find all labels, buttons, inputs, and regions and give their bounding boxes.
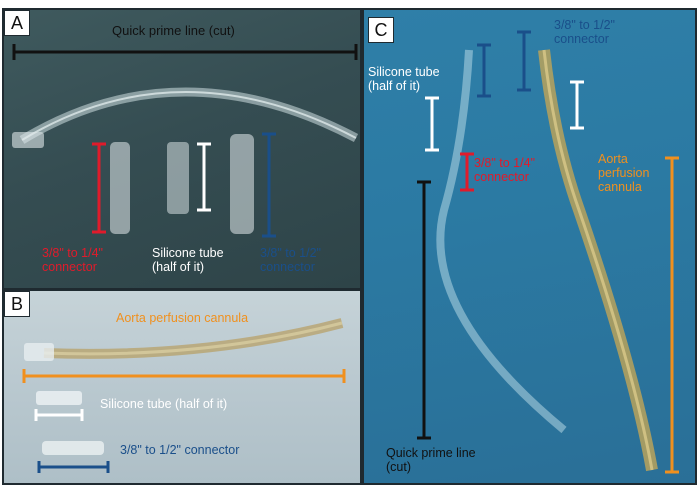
connector-12-label-line2: connector	[260, 260, 315, 274]
connector-12-label-line1: 3/8" to 1/2"	[260, 246, 321, 260]
panel-c: C 3/8" to 1/2" connector Silicone tube (…	[362, 8, 697, 485]
panel-c-label: C	[368, 17, 394, 43]
cannula-label-b: Aorta perfusion cannula	[116, 311, 249, 325]
connector-14-label-c-line1: 3/8" to 1/4"	[474, 156, 535, 170]
connector-14-label-c-line2: connector	[474, 170, 529, 184]
silicone-label-c: Silicone tube (half of it)	[368, 65, 440, 93]
silicone-label-b: Silicone tube (half of it)	[100, 397, 228, 411]
connector-12-label-c: 3/8" to 1/2" connector	[554, 18, 615, 46]
connector-12-label-b: 3/8" to 1/2" connector	[120, 443, 240, 457]
panel-b-label: B	[4, 291, 30, 317]
cannula-label-c-line2: perfusion	[598, 166, 650, 180]
connector-12-object	[230, 134, 254, 234]
silicone-tube-object	[167, 142, 189, 214]
quick-prime-tube-c	[436, 49, 567, 434]
connector-12-label: 3/8" to 1/2" connector	[260, 246, 321, 274]
panel-a-drawing	[12, 44, 359, 238]
connector-12-label-c-line2: connector	[554, 32, 609, 46]
connector-14-label-line2: connector	[42, 260, 97, 274]
connector-12-object-b	[42, 441, 104, 455]
silicone-label-line2: (half of it)	[152, 260, 205, 274]
connector-12-label-c-line1: 3/8" to 1/2"	[554, 18, 615, 32]
silicone-tube-object-b	[36, 391, 82, 405]
connector-14-label-line1: 3/8" to 1/4"	[42, 246, 103, 260]
cannula-label-c-line1: Aorta	[598, 152, 628, 166]
panel-c-drawing	[417, 30, 679, 474]
cannula-object-c	[538, 49, 658, 472]
quick-prime-end-connector	[12, 132, 44, 148]
quick-prime-label-c-line1: Quick prime line	[386, 446, 476, 460]
quick-prime-label-c: Quick prime line (cut)	[386, 446, 476, 474]
silicone-label-c-line2: (half of it)	[368, 79, 421, 93]
cannula-label-c: Aorta perfusion cannula	[598, 152, 649, 194]
quick-prime-label: Quick prime line (cut)	[112, 23, 235, 38]
panel-a: A Quick prime line (cut) 3/8" to 1/4" co…	[2, 8, 362, 290]
connector-14-label: 3/8" to 1/4" connector	[42, 246, 103, 274]
panel-b-drawing	[22, 318, 346, 473]
silicone-label-c-line1: Silicone tube	[368, 65, 440, 79]
silicone-label-line1: Silicone tube	[152, 246, 224, 260]
cannula-label-c-line3: cannula	[598, 180, 642, 194]
quick-prime-label-c-line2: (cut)	[386, 460, 411, 474]
panel-b: B Aorta perfusion cannula Silicone tube …	[2, 289, 362, 485]
panel-a-label: A	[4, 10, 30, 36]
connector-14-label-c: 3/8" to 1/4" connector	[474, 156, 535, 184]
connector-14-object	[110, 142, 130, 234]
silicone-label: Silicone tube (half of it)	[152, 246, 224, 274]
